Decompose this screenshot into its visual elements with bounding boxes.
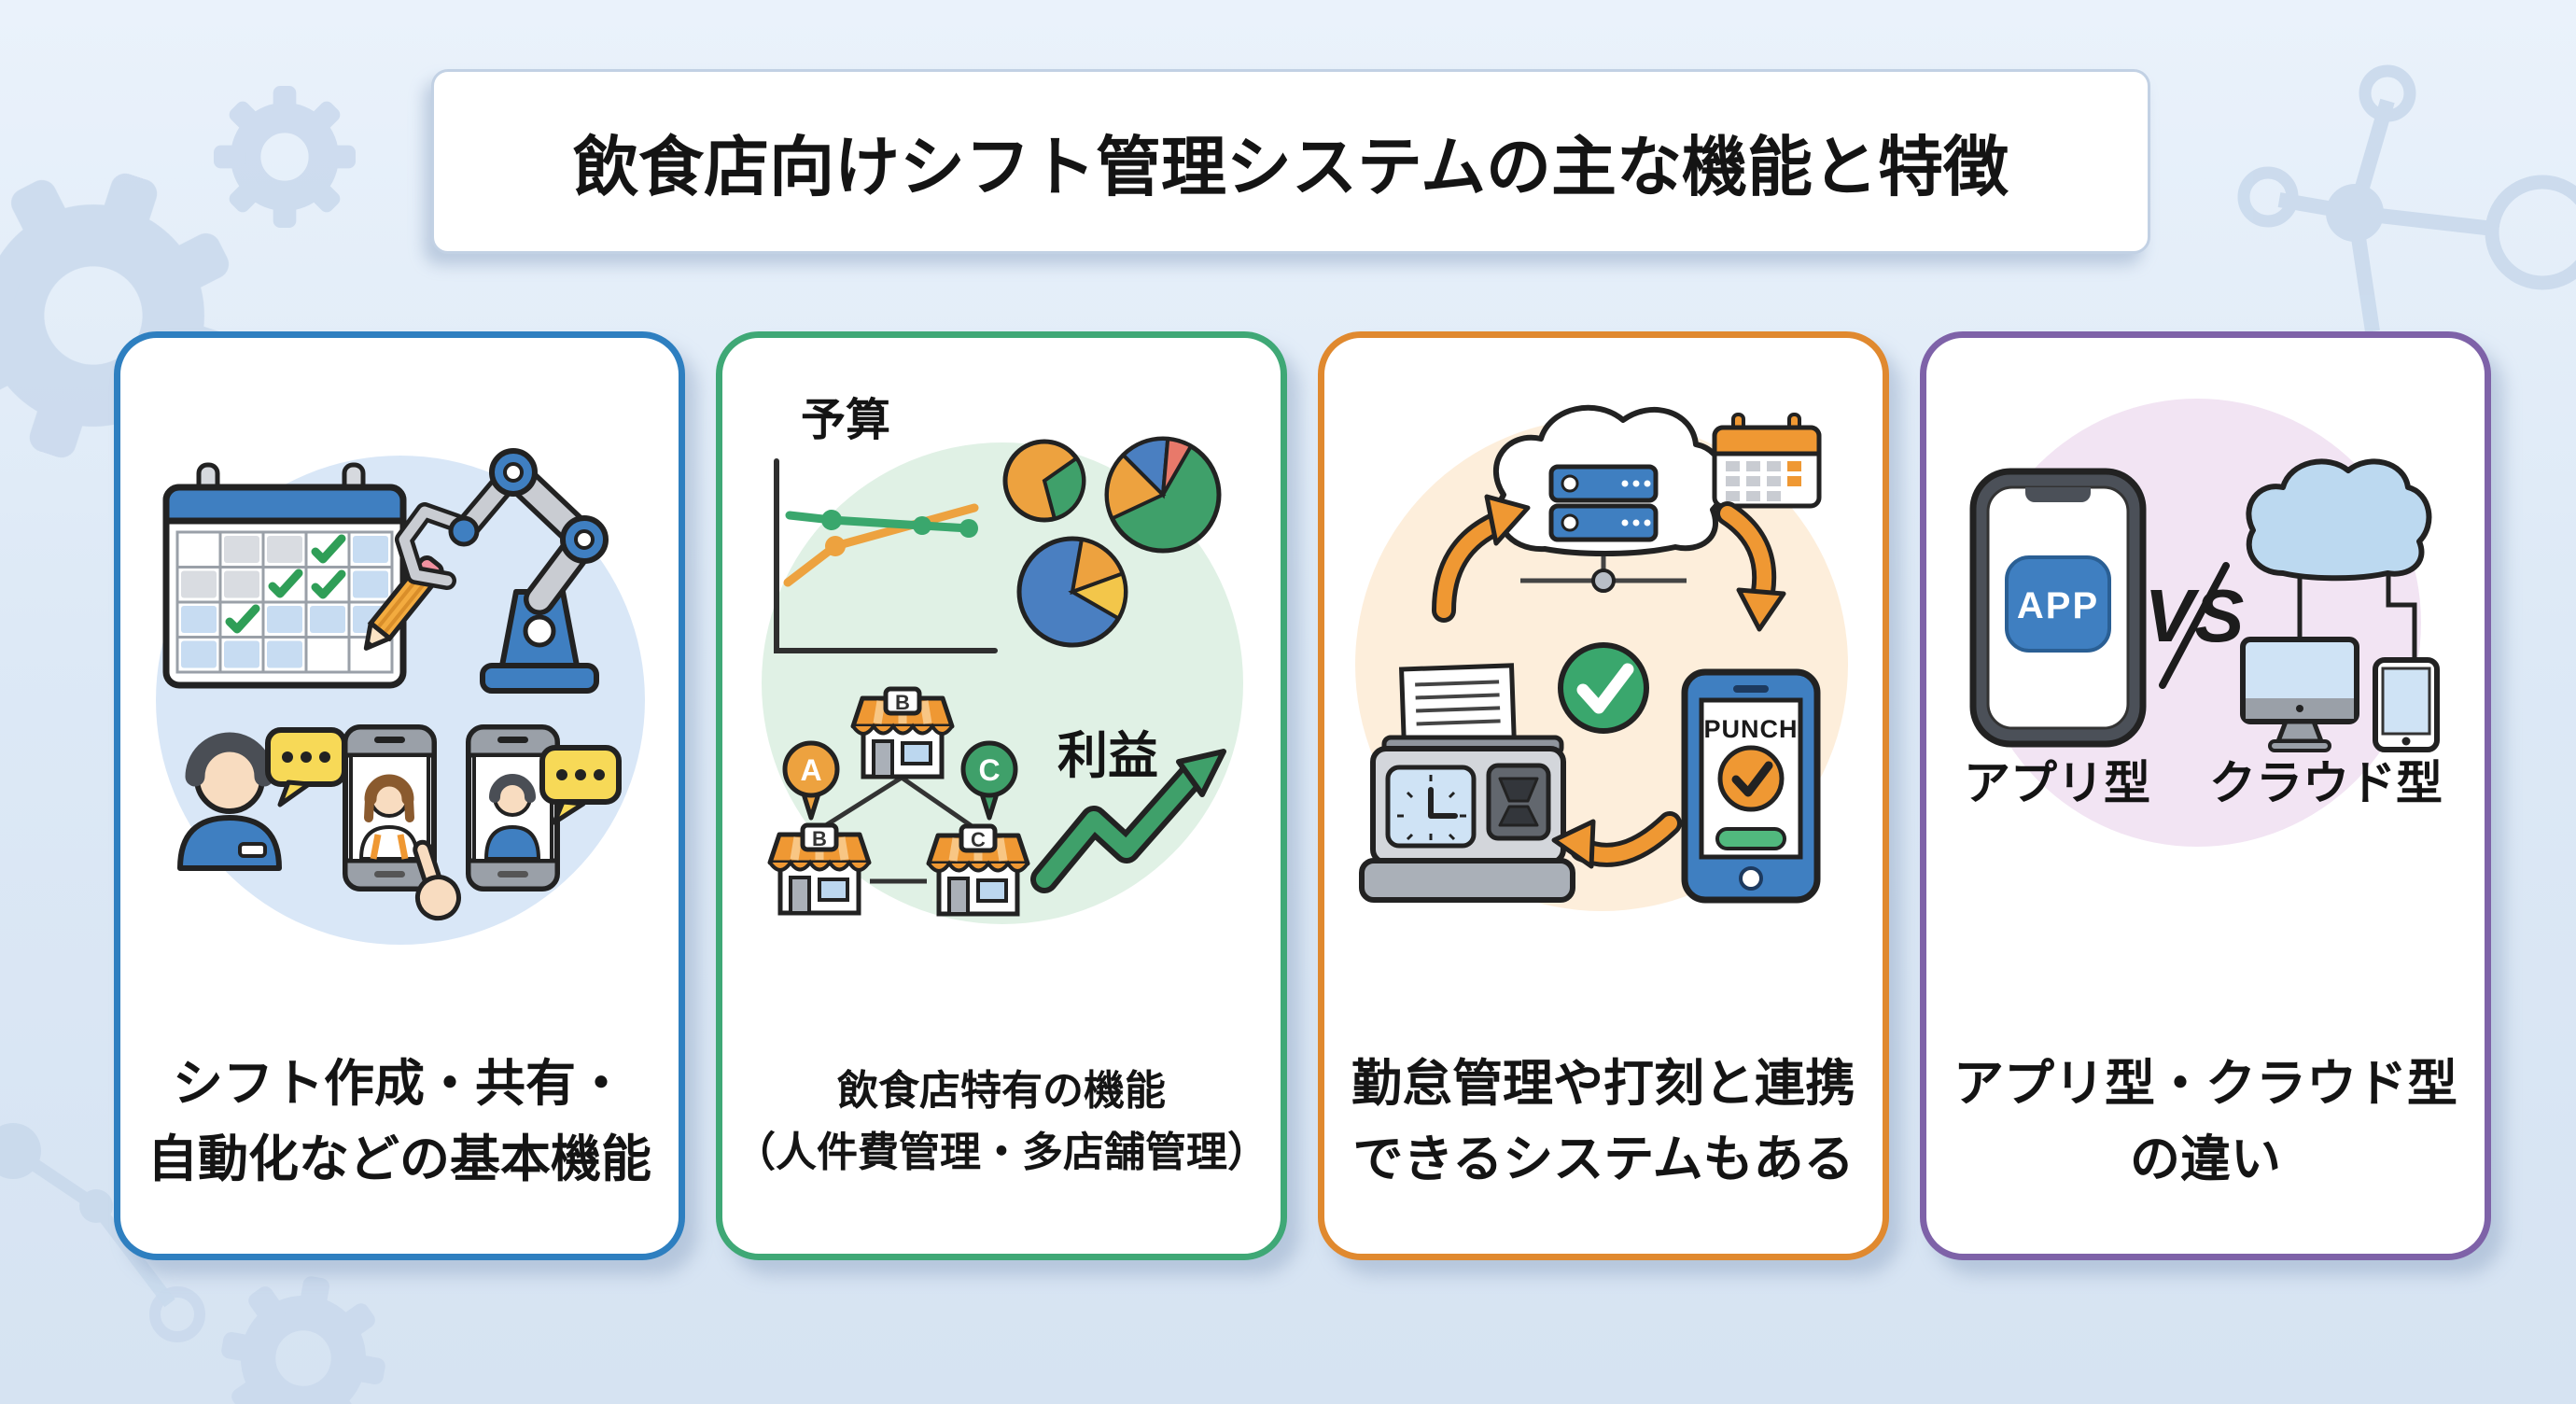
sync-arrows-icon: [1432, 494, 1786, 869]
profit-label: 利益: [1057, 728, 1158, 784]
schedule-calendar-icon: [1712, 413, 1822, 509]
restaurant-functions-illustration: 予算: [762, 396, 1243, 924]
caption-line: 飲食店特有の機能: [837, 1068, 1166, 1114]
store-left-label: B: [812, 827, 827, 850]
staff-person-icon: [177, 732, 282, 871]
caption-line: （人件費管理・多店舗管理）: [735, 1130, 1268, 1175]
gears-decoration-icon: [0, 86, 399, 1404]
app-phone-icon: APP: [1969, 468, 2147, 748]
pin-c-icon: C: [960, 740, 1018, 821]
card-app-vs-cloud: APP VS アプリ型 クラウド型: [1920, 331, 2491, 1260]
check-marks-icon: [225, 534, 346, 634]
hand-cursor-icon: [413, 839, 461, 921]
store-top-label: B: [895, 691, 910, 714]
app-label: APP: [2017, 585, 2099, 626]
caption-line: シフト作成・共有・: [173, 1056, 626, 1112]
vs-icon: VS: [2145, 562, 2245, 689]
card-restaurant-functions: 予算: [716, 331, 1287, 1260]
smartphone-woman-icon: [343, 724, 461, 921]
punch-phone-icon: PUNCH: [1681, 668, 1821, 904]
robot-arm-icon: [395, 448, 609, 694]
punch-label: PUNCH: [1703, 715, 1798, 743]
app-vs-cloud-illustration: APP VS アプリ型 クラウド型: [1964, 399, 2443, 847]
calendar-icon: [162, 462, 407, 689]
page-title: 飲食店向けシフト管理システムの主な機能と特徴: [573, 130, 2009, 204]
time-clock-icon: [1359, 663, 1575, 903]
app-type-label: アプリ型: [1964, 757, 2150, 809]
budget-label: 予算: [801, 396, 890, 445]
caption-line: できるシステムもある: [1352, 1131, 1855, 1187]
cloud-server-icon: [1492, 404, 1728, 593]
pin-a-icon: A: [782, 740, 840, 821]
pie-charts-icon: [1002, 436, 1222, 648]
card-caption: アプリ型・クラウド型 の違い: [1934, 1024, 2477, 1220]
caption-line: 自動化などの基本機能: [147, 1131, 651, 1187]
card-caption: 勤怠管理や打刻と連携 できるシステムもある: [1332, 1024, 1875, 1220]
vs-label: VS: [2145, 574, 2245, 657]
cloud-devices-icon: [2240, 458, 2440, 752]
card-caption: 飲食店特有の機能 （人件費管理・多店舗管理）: [730, 1024, 1273, 1220]
budget-line-chart-icon: 予算: [774, 396, 998, 653]
network-nodes-decoration-icon: [0, 64, 2576, 1308]
caption-line: の違い: [2130, 1131, 2281, 1187]
attendance-illustration: PUNCH: [1355, 404, 1848, 911]
card-caption: シフト作成・共有・ 自動化などの基本機能: [128, 1024, 671, 1220]
check-circle-icon: [1558, 642, 1649, 734]
multi-store-network-icon: B B C A C: [770, 689, 1028, 914]
pin-c-label: C: [978, 753, 1000, 787]
basic-functions-illustration: [156, 448, 645, 945]
caption-line: 勤怠管理や打刻と連携: [1351, 1056, 1855, 1112]
profit-growth-icon: 利益: [1030, 728, 1226, 893]
pin-a-label: A: [800, 753, 821, 787]
store-right-label: C: [971, 828, 986, 851]
card-basic-functions: シフト作成・共有・ 自動化などの基本機能: [114, 331, 685, 1260]
tint-circle: [762, 442, 1243, 924]
cloud-type-label: クラウド型: [2209, 757, 2443, 809]
speech-bubble-icon: [539, 745, 622, 825]
caption-line: アプリ型・クラウド型: [1953, 1056, 2457, 1112]
smartphone-man-icon: [466, 724, 560, 892]
title-box: 飲食店向けシフト管理システムの主な機能と特徴: [431, 69, 2150, 254]
card-attendance-link: PUNCH 勤怠管理や打刻と連携 できるシステムもある: [1318, 331, 1889, 1260]
